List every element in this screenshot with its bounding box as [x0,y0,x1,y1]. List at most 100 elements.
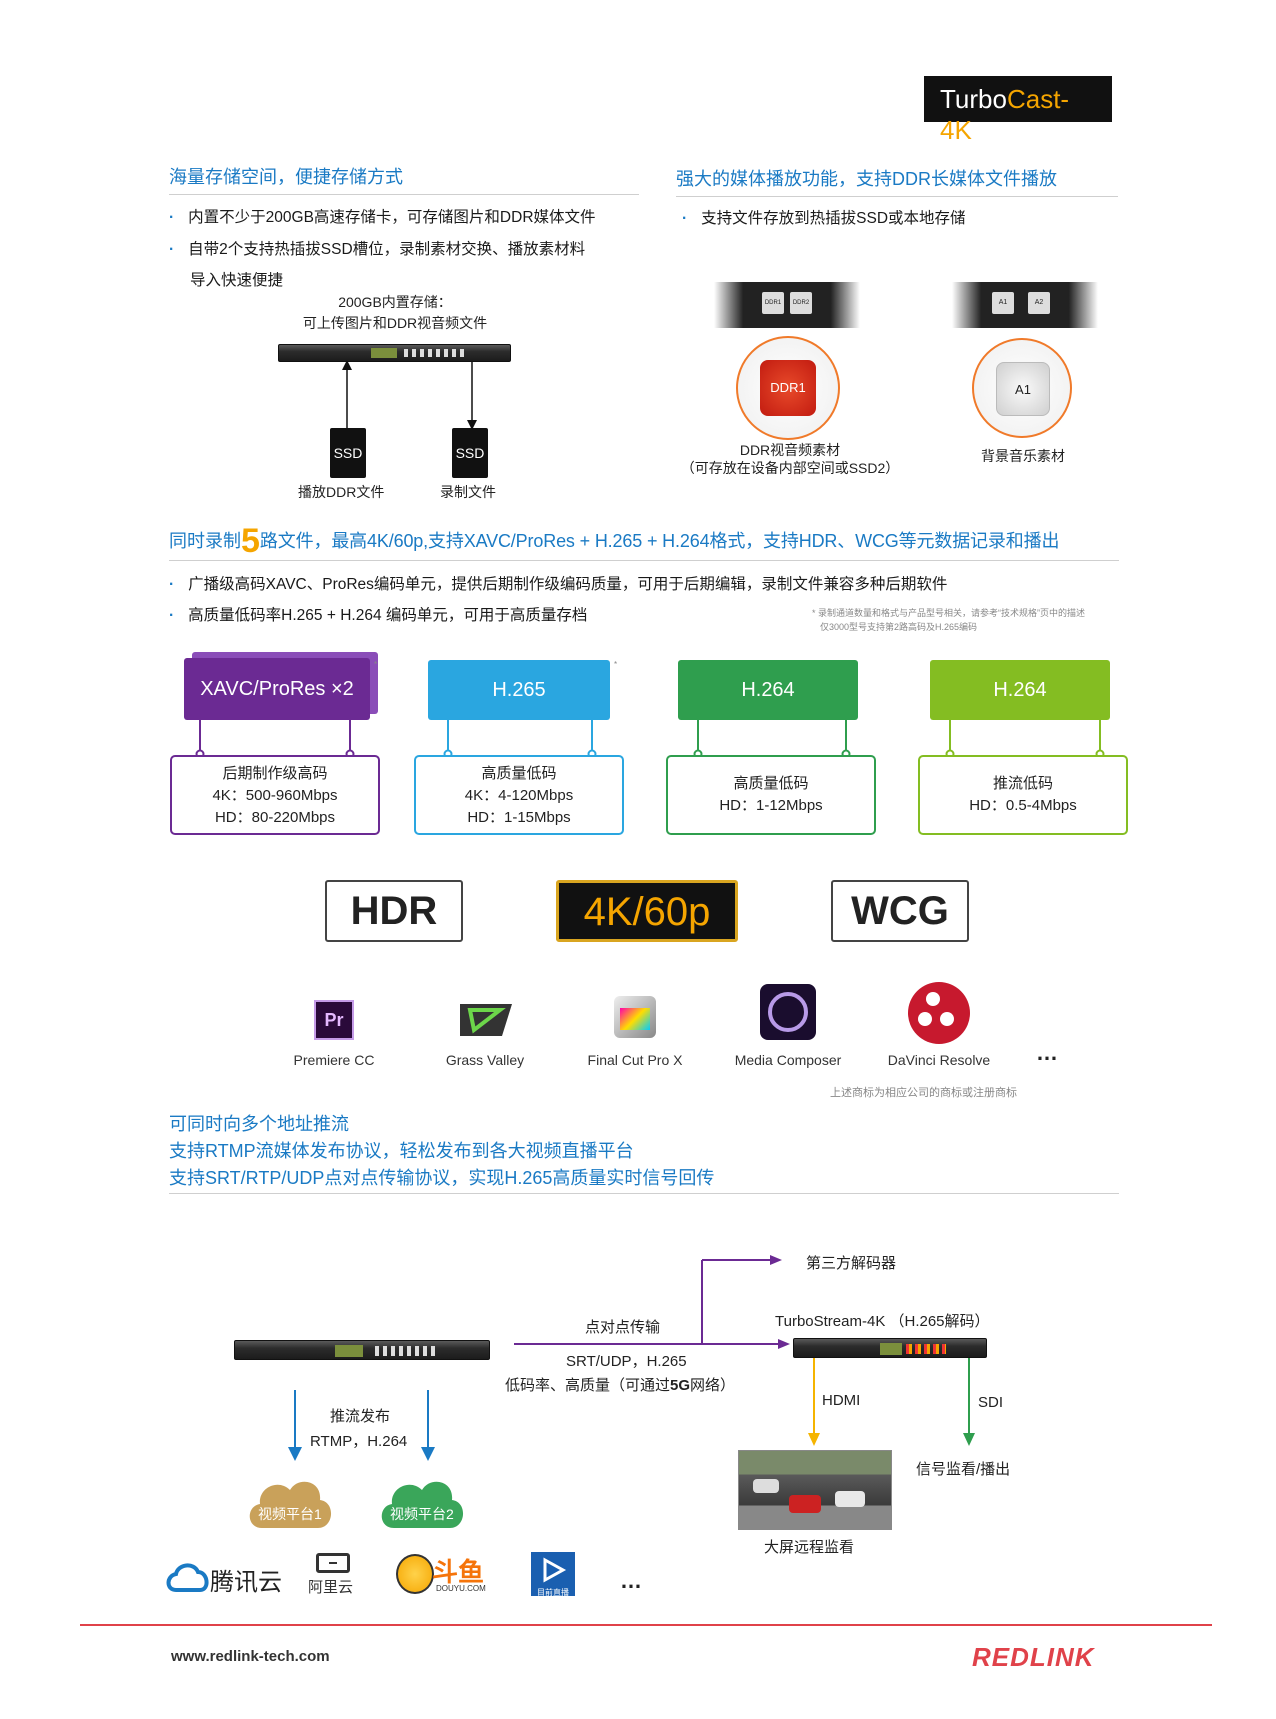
push-arrowheads [288,1447,435,1461]
record-note-1: * 录制通道数量和格式与产品型号相关，请参考“技术规格”页中的描述 [812,608,1085,618]
record-bullet-2: ·高质量低码率H.265 + H.264 编码单元，可用于高质量存档 [169,607,588,624]
badge-wcg: WCG [831,880,969,942]
codec-card-xavc: XAVC/ProRes ×2 [184,652,378,720]
codec-info-h265: 高质量低码 4K：4-120Mbps HD：1-15Mbps [414,755,624,835]
codec-info-h265-line2: 4K：4-120Mbps [464,787,574,804]
ddr1-button-label: DDR1 [760,360,816,416]
ssd-right: SSD [452,428,488,478]
codec-info-h264-a: 高质量低码 HD：1-12Mbps [666,755,876,835]
ddr1-button-image: DDR1 [736,336,840,440]
record-title-number: 5 [241,522,260,560]
premiere-label: Premiere CC [293,1052,375,1068]
p2p-label: 点对点传输 [585,1319,661,1336]
third-party-label: 第三方解码器 [806,1255,897,1272]
software-more: … [1036,1040,1058,1065]
record-bullet-1: ·广播级高码XAVC、ProRes编码单元，提供后期制作级编码质量，可用于后期编… [169,576,948,593]
bigscreen-label: 大屏远程监看 [764,1539,855,1556]
codec-info-xavc-line1: 后期制作级高码 [222,765,328,782]
stream-line-3: 支持SRT/RTP/UDP点对点传输协议，实现H.265高质量实时信号回传 [169,1168,715,1188]
davinci-label: DaVinci Resolve [887,1052,991,1068]
grass-valley-icon [460,1004,512,1036]
tencent-cloud-icon [166,1563,209,1592]
ssd-left: SSD [330,428,366,478]
codec-info-h264b-line1: 推流低码 [992,775,1053,792]
codec-info-xavc-line3: HD：80-220Mbps [214,809,336,826]
decoder-label: TurboStream-4K （H.265解码） [775,1313,990,1330]
platform2-label: 视频平台2 [390,1506,454,1522]
douyu-sub-label: DOUYU.COM [436,1584,486,1593]
racing-screen-image [738,1450,892,1530]
hdmi-label: HDMI [822,1392,861,1409]
final-cut-icon [614,996,656,1038]
codec-info-h264-b: 推流低码 HD：0.5-4Mbps [918,755,1128,835]
davinci-icon [908,982,970,1044]
ssd-left-label: 播放DDR文件 [298,484,385,500]
codec-info-h265-line1: 高质量低码 [481,765,557,782]
codec-h265-mark: * [614,660,618,669]
a-caption: 背景音乐素材 [981,448,1065,464]
codec-info-h264a-line2: HD：1-12Mbps [719,797,823,814]
cloud-icon-2 [381,1481,464,1528]
stream-diagram-lines [294,1255,975,1450]
grass-valley-label: Grass Valley [445,1052,525,1068]
ssd-right-label: 录制文件 [440,484,496,500]
key-a2: A2 [1028,292,1050,314]
a1-button-image: A1 [972,338,1072,438]
encoder-device-image [234,1340,490,1360]
sdi-label: SDI [978,1394,1004,1411]
ddr-caption-1: DDR视音频素材 [739,442,841,458]
device-image-storage [278,344,511,362]
live-platform-icon: 目前直播 [531,1552,575,1597]
storage-bullet-1: ·内置不少于200GB高速存储卡，可存储图片和DDR媒体文件 [169,209,596,226]
codec-h265-label: H.265 [428,660,610,720]
key-a1: A1 [992,292,1014,314]
codec-connectors [195,718,1105,758]
monitor-label: 信号监看/播出 [916,1461,1011,1478]
keys-right-strip [952,282,1098,328]
storage-caption-2: 可上传图片和DDR视音频文件 [302,315,488,331]
badge-4k60p: 4K/60p [556,880,738,942]
storage-title: 海量存储空间，便捷存储方式 [169,167,403,187]
aliyun-label: 阿里云 [308,1579,354,1596]
douyu-label: 斗鱼 [432,1557,485,1587]
platform-more: … [620,1568,642,1593]
product-prefix: Turbo [940,84,1007,114]
storage-bullet-2: ·自带2个支持热插拔SSD槽位，录制素材交换、播放素材料 [169,241,586,258]
codec-xavc-label: XAVC/ProRes ×2 [184,658,370,720]
a1-button-label: A1 [996,362,1050,416]
product-suffix: Cast-4K [940,84,1070,145]
rtmp-label: RTMP，H.264 [310,1433,408,1450]
decoder-device-image [793,1338,987,1358]
codec-info-h264b-line2: HD：0.5-4Mbps [969,797,1077,814]
redlink-logo: REDLINK [972,1642,1095,1672]
record-rule [169,560,1119,561]
cloud-icon-1 [249,1481,332,1528]
stream-line-2: 支持RTMP流媒体发布协议，轻松发布到各大视频直播平台 [169,1141,634,1161]
footer-rule [80,1624,1212,1626]
ddr-caption-2: （可存放在设备内部空间或SSD2） [680,460,900,476]
srt-label: SRT/UDP，H.265 [566,1353,687,1370]
stream-rule [169,1193,1119,1194]
low-bitrate-label: 低码率、高质量（可通过5G网络） [505,1377,736,1394]
media-bullet: ·支持文件存放到热插拔SSD或本地存储 [682,210,966,227]
tencent-label: 腾讯云 [210,1569,282,1596]
codec-xavc-mark: * [374,660,378,669]
premiere-icon: Pr [314,1000,354,1040]
live-platform-label: 目前直播 [537,1588,569,1597]
media-rule [676,196,1118,197]
media-composer-label: Media Composer [734,1052,842,1068]
codec-info-xavc: 后期制作级高码 4K：500-960Mbps HD：80-220Mbps [170,755,380,835]
storage-arrows [342,360,477,430]
codec-h264-b-label: H.264 [930,660,1110,720]
media-composer-icon [760,984,816,1040]
key-ddr2: DDR2 [790,292,812,314]
keys-left-strip [714,282,860,328]
media-title: 强大的媒体播放功能，支持DDR长媒体文件播放 [676,169,1057,189]
record-title: 同时录制5路文件，最高4K/60p,支持XAVC/ProRes + H.265 … [169,522,1060,560]
codec-h264-a-label: H.264 [678,660,858,720]
trademark-note: 上述商标为相应公司的商标或注册商标 [830,1087,1017,1099]
key-ddr1: DDR1 [762,292,784,314]
badge-hdr: HDR [325,880,463,942]
storage-rule [169,194,639,195]
storage-caption-1: 200GB内置存储： [338,294,452,310]
